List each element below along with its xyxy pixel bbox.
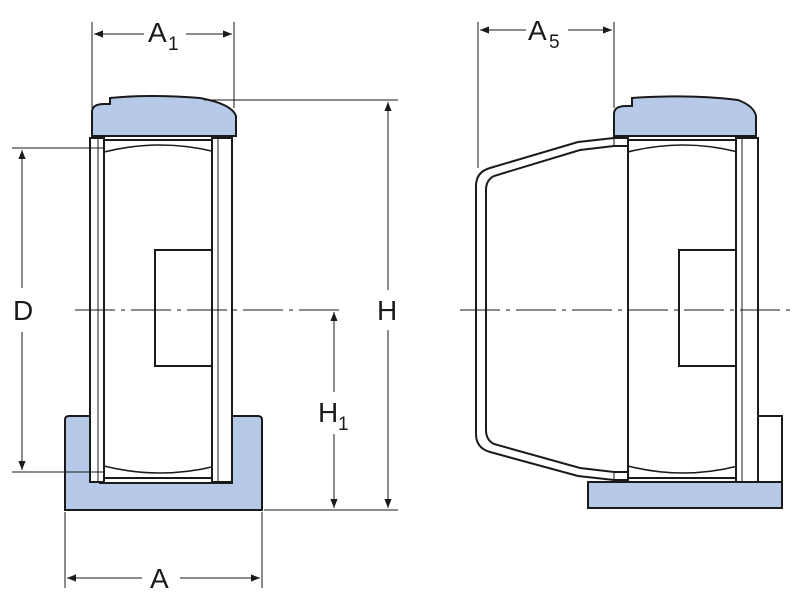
a1-label: A — [148, 17, 167, 48]
d-label: D — [13, 295, 33, 326]
left-top-housing — [91, 95, 237, 137]
h-label: H — [377, 295, 397, 326]
right-base-step — [757, 415, 783, 483]
left-view — [64, 95, 345, 511]
a1-label-sub: 1 — [168, 34, 179, 55]
right-sphere-bottom — [627, 465, 739, 474]
a5-label-sub: 5 — [549, 32, 560, 53]
right-locking-collar — [678, 249, 737, 367]
left-sphere-top — [103, 144, 217, 153]
h1-label-sub: 1 — [338, 414, 349, 435]
right-sphere-top — [627, 144, 739, 153]
right-top-housing — [613, 95, 757, 137]
right-end-cover — [475, 137, 629, 481]
dimensions: A 1 A 5 D H H 1 A — [12, 15, 615, 594]
right-view — [460, 95, 790, 509]
a-label: A — [150, 563, 169, 594]
a5-label: A — [528, 15, 547, 46]
h1-label: H — [318, 397, 338, 428]
left-sphere-bottom — [103, 465, 217, 474]
left-locking-collar — [154, 249, 213, 367]
